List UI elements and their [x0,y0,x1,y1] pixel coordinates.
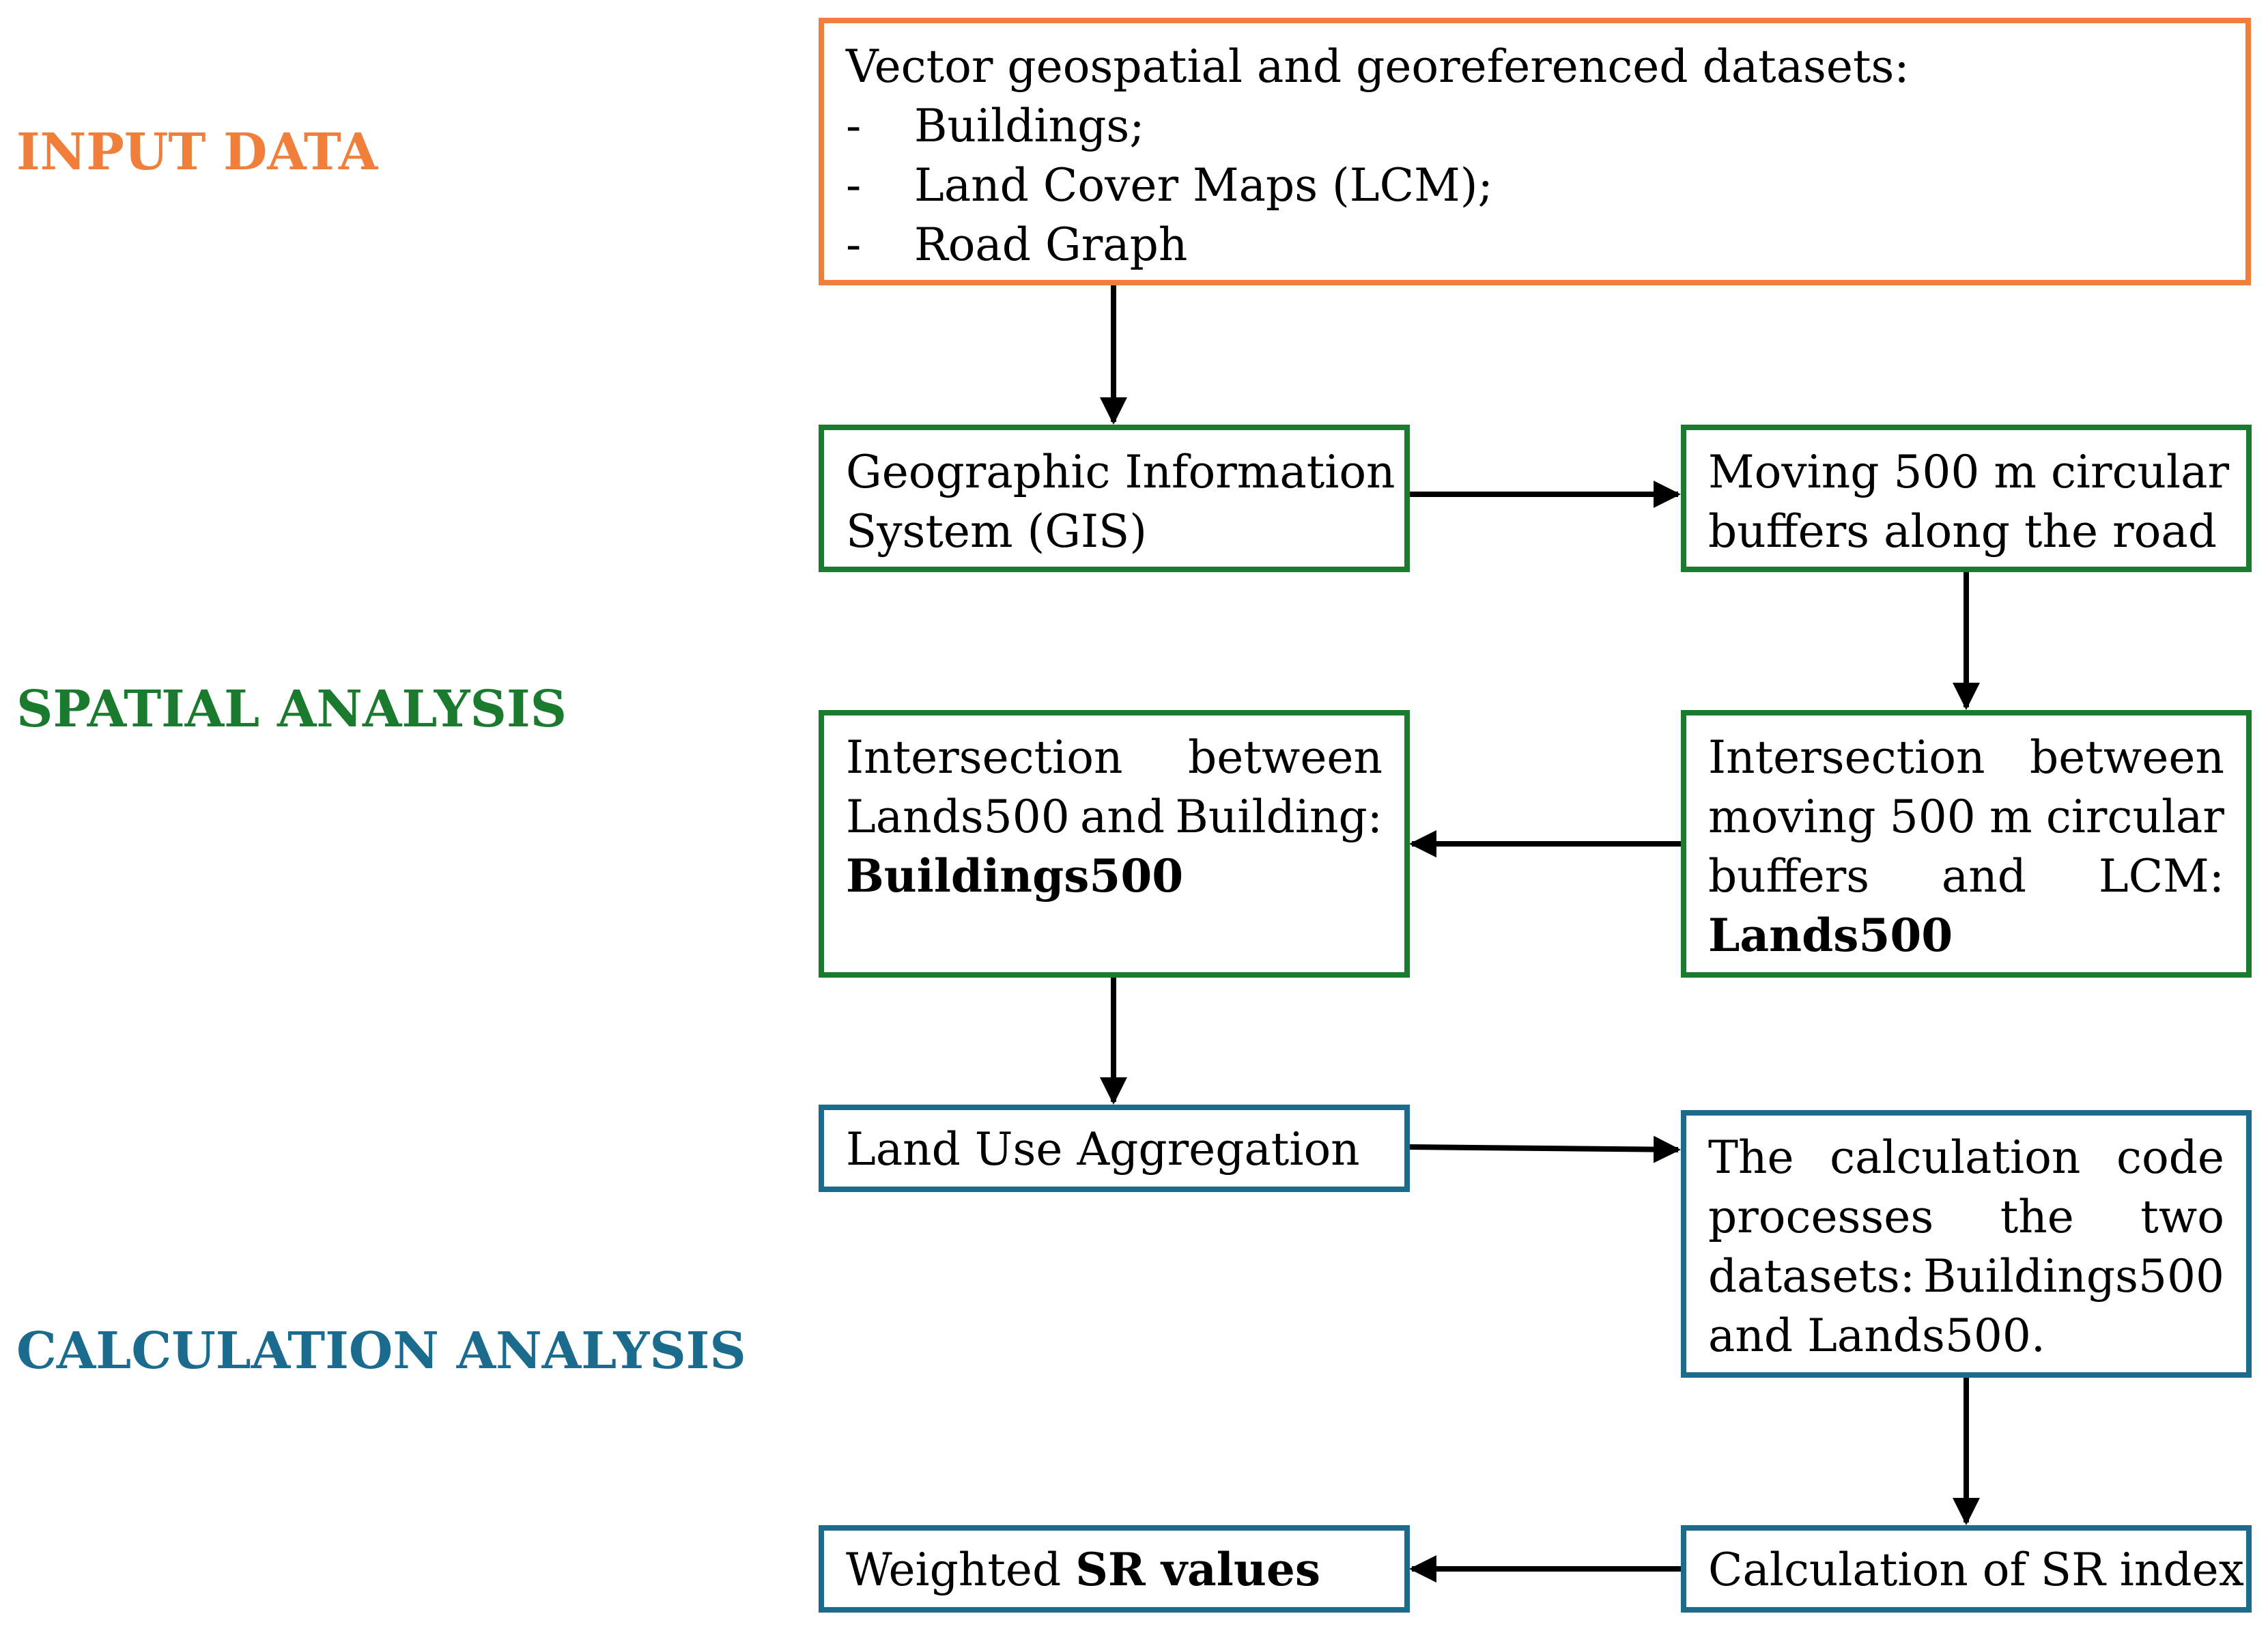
input-item-road-graph: -Road Graph [846,218,1188,271]
input-heading: Vector geospatial and georeferenced data… [846,40,1910,93]
section-label-spatial: SPATIAL ANALYSIS [16,680,567,739]
section-label-calculation: CALCULATION ANALYSIS [16,1322,746,1380]
calculation-code-box: The calculation code processes the two d… [1681,1110,2252,1378]
lands500-intersection-box: Intersection between moving 500 m circul… [1681,710,2252,978]
land-use-aggregation-box: Land Use Aggregation [819,1105,1410,1192]
weighted-sr-values-box: Weighted SR values [819,1525,1410,1613]
sr-index-box: Calculation of SR index [1681,1525,2252,1613]
buildings500-intersection-box: Intersection between Lands500 and Buildi… [819,710,1410,978]
buildings500-label: Buildings500 [846,849,1184,903]
gis-box: Geographic Information System (GIS) [819,425,1410,572]
input-item-buildings: -Buildings; [846,100,1145,152]
input-datasets-box: Vector geospatial and georeferenced data… [819,18,2251,285]
input-item-lcm: -Land Cover Maps (LCM); [846,159,1493,212]
moving-buffers-box: Moving 500 m circular buffers along the … [1681,425,2252,572]
section-label-input: INPUT DATA [16,123,378,182]
arrow-aggregation-to-code [1407,1135,1681,1163]
lands500-label: Lands500 [1708,909,1953,962]
